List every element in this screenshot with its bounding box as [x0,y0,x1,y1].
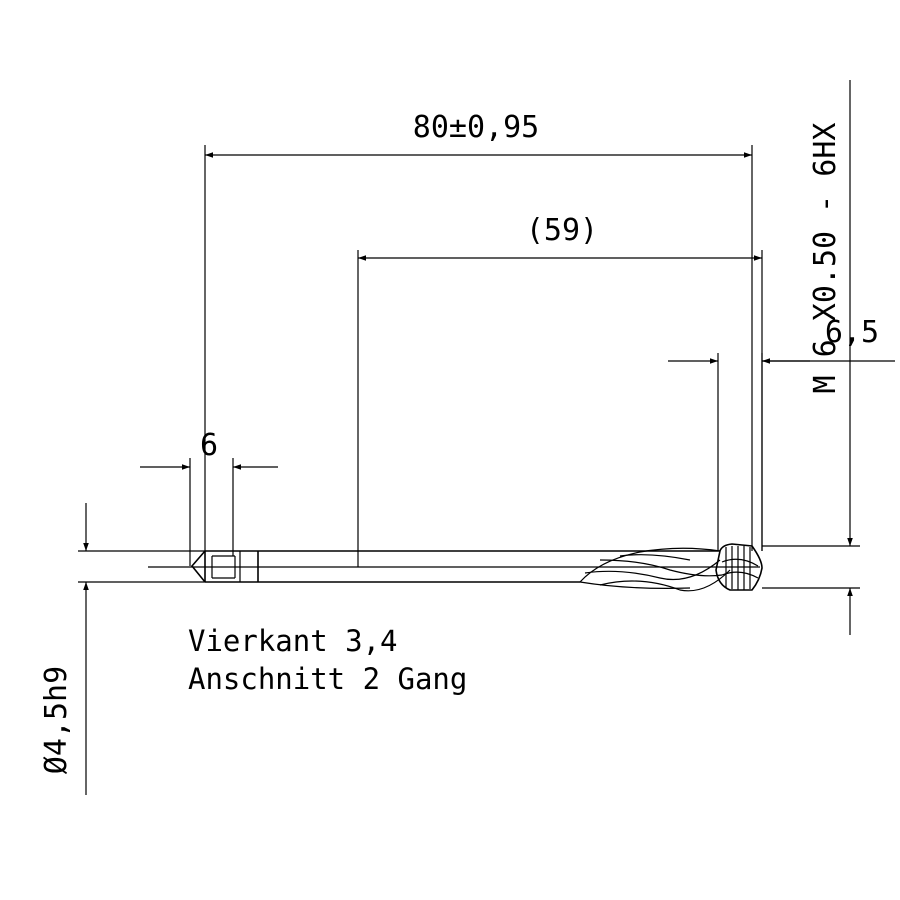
dim-square-length: 6 [140,428,278,566]
square-length-label: 6 [200,428,218,463]
overall-length-label: 80±0,95 [413,110,539,145]
note-square: Vierkant 3,4 [188,624,398,658]
dim-thread-length: (59) [357,213,763,567]
tap-body [148,543,763,592]
dim-overall-length: 80±0,95 [204,110,753,551]
thread-spec-label: M 6 X0.50 - 6HX [808,123,843,394]
notes: Vierkant 3,4 Anschnitt 2 Gang [188,624,467,696]
note-chamfer: Anschnitt 2 Gang [188,662,467,696]
shank-diameter-label: Ø4,5h9 [39,666,74,774]
dim-shank-diameter: Ø4,5h9 [39,503,205,795]
dim-chamfer-length: 6,5 [668,315,895,551]
dim-thread-spec: M 6 X0.50 - 6HX [762,80,860,635]
thread-length-label: (59) [526,213,598,248]
chamfer-length-label: 6,5 [825,315,879,350]
